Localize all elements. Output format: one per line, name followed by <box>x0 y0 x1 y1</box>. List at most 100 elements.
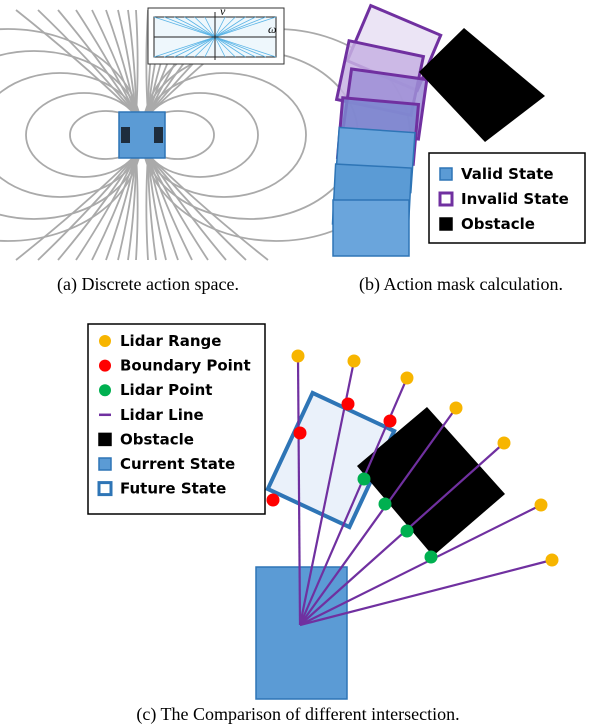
field-line <box>105 9 137 116</box>
legend-marker <box>99 384 111 397</box>
valid-state <box>332 199 410 257</box>
lidar-range-point <box>291 349 305 363</box>
lidar-range-point <box>497 436 511 450</box>
field-line <box>147 154 193 261</box>
lidar-point <box>378 497 392 511</box>
lidar-point <box>400 524 414 538</box>
action-ray <box>164 36 216 58</box>
action-ray <box>214 16 226 38</box>
action-ray <box>174 16 216 38</box>
legend-marker <box>97 481 113 497</box>
field-line <box>57 154 137 261</box>
current-state <box>255 566 348 700</box>
legend-label: Lidar Point <box>120 381 212 399</box>
caption-a: (a) Discrete action space. <box>57 274 239 295</box>
legend-label: Valid State <box>461 165 554 183</box>
field-line <box>91 154 137 261</box>
caption-b: (b) Action mask calculation. <box>359 274 563 295</box>
field-line <box>117 9 137 116</box>
left-wheel <box>121 127 130 143</box>
field-line <box>75 9 137 116</box>
field-line <box>75 154 137 261</box>
caption-c: (c) The Comparison of different intersec… <box>136 704 459 725</box>
field-line <box>147 154 179 261</box>
omega-axis-label: ω <box>268 22 276 36</box>
action-ray <box>214 36 266 58</box>
field-line <box>147 154 167 261</box>
legend-label: Lidar Range <box>120 332 221 350</box>
boundary-point <box>383 414 397 428</box>
legend-label: Future State <box>120 480 226 498</box>
legend-marker <box>99 359 111 372</box>
action-ray <box>214 16 277 38</box>
legend-marker <box>438 191 454 207</box>
boundary-point <box>293 426 307 440</box>
action-ray <box>214 16 266 38</box>
field-line <box>37 9 137 116</box>
lidar-range-point <box>534 498 548 512</box>
action-ray <box>174 36 216 58</box>
legend-marker <box>98 432 112 447</box>
legend-label: Obstacle <box>120 430 194 448</box>
action-ray <box>204 36 216 58</box>
lidar-range-point <box>347 354 361 368</box>
field-line <box>127 154 137 261</box>
legend-label: Current State <box>120 455 235 473</box>
legend-marker <box>439 217 453 231</box>
field-line <box>147 154 269 261</box>
field-line <box>15 9 137 116</box>
action-ray <box>153 36 216 58</box>
lidar-line <box>299 558 553 627</box>
v-axis-label: v <box>220 4 226 18</box>
field-line <box>105 154 137 261</box>
action-ray <box>214 16 256 38</box>
robot <box>118 111 166 159</box>
action-ray <box>184 16 216 38</box>
action-ray <box>214 36 256 58</box>
lidar-point <box>357 472 371 486</box>
action-ray <box>214 36 226 58</box>
action-ray <box>194 36 216 58</box>
field-line <box>15 154 137 261</box>
field-line <box>147 154 247 261</box>
right-wheel <box>154 127 163 143</box>
field-line <box>147 154 227 261</box>
field-line <box>37 154 137 261</box>
action-ray <box>214 36 277 58</box>
lidar-point <box>424 550 438 564</box>
legend-label: Lidar Line <box>120 406 204 424</box>
lidar-line <box>296 355 302 626</box>
action-ray <box>204 16 216 38</box>
field-line <box>117 154 137 261</box>
obstacle <box>419 28 545 142</box>
action-ray <box>214 36 236 58</box>
action-ray <box>214 16 246 38</box>
field-line <box>127 9 137 116</box>
field-line <box>147 154 209 261</box>
action-ray <box>184 36 216 58</box>
lidar-points <box>266 349 559 567</box>
inset-action-grid: v ω <box>147 4 285 65</box>
lidar-range-point <box>449 401 463 415</box>
lidar-line <box>299 504 542 626</box>
lidar-range-point <box>400 371 414 385</box>
legend-label: Invalid State <box>461 190 569 208</box>
legend-label: Obstacle <box>461 215 535 233</box>
boundary-point <box>341 397 355 411</box>
action-ray <box>164 16 216 38</box>
legend-marker <box>99 335 111 347</box>
boundary-point <box>266 493 280 507</box>
lidar-range-point <box>545 553 559 567</box>
obstacle <box>357 407 505 556</box>
action-ray <box>194 16 216 38</box>
field-line <box>91 9 137 116</box>
legend-marker <box>439 167 453 181</box>
lidar-line <box>299 407 457 626</box>
field-line <box>57 9 137 116</box>
legend-marker <box>98 457 112 471</box>
action-ray <box>214 36 246 58</box>
